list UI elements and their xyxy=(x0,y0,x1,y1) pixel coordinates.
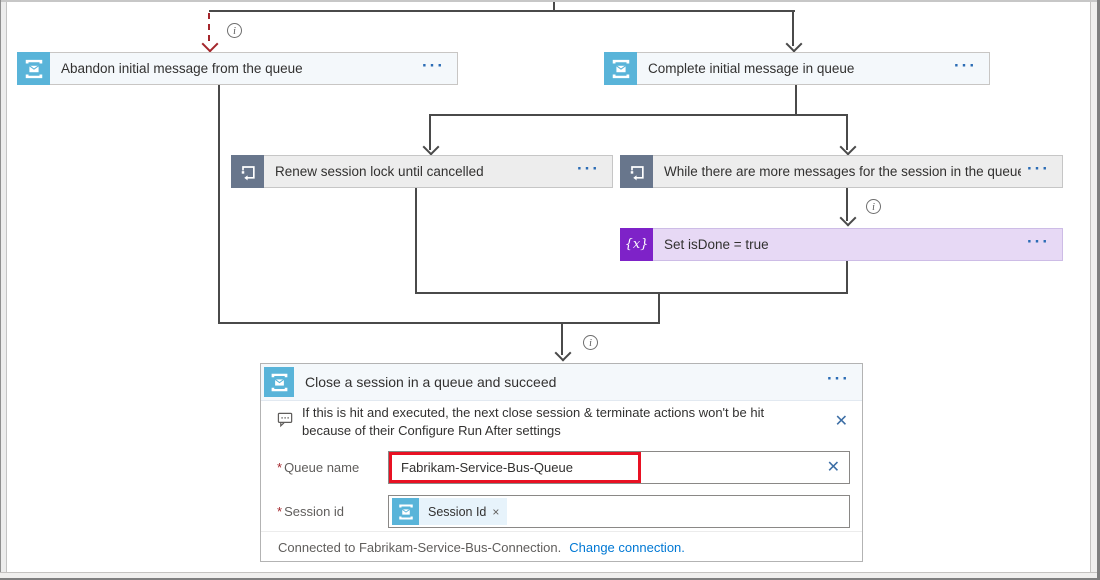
action-title: Close a session in a queue and succeed xyxy=(305,374,557,390)
service-bus-icon xyxy=(264,367,294,397)
arrowhead xyxy=(785,35,803,53)
window-frame-left xyxy=(0,0,1,580)
arrowhead xyxy=(422,138,440,156)
connector-line xyxy=(429,114,431,150)
info-icon[interactable]: i xyxy=(583,335,598,350)
connector-line xyxy=(846,188,848,221)
until-loop-icon xyxy=(620,155,653,188)
window-frame-right xyxy=(1097,0,1100,580)
note-row: If this is hit and executed, the next cl… xyxy=(261,404,862,440)
session-id-input[interactable]: Session Id × xyxy=(388,495,850,528)
connector-line xyxy=(658,292,660,324)
action-card-complete-message[interactable]: Complete initial message in queue ··· xyxy=(604,52,990,85)
required-asterisk: * xyxy=(277,504,283,519)
info-icon[interactable]: i xyxy=(227,23,242,38)
window-frame-right-gutter xyxy=(1091,2,1097,580)
window-frame-bottom-line xyxy=(0,572,1097,573)
ellipsis-menu-button[interactable]: ··· xyxy=(827,369,850,388)
queue-name-label: *Queue name xyxy=(277,460,360,475)
action-title: Renew session lock until cancelled xyxy=(275,164,484,179)
action-title: While there are more messages for the se… xyxy=(664,164,1022,179)
comment-icon xyxy=(277,411,294,433)
ellipsis-menu-button[interactable]: ··· xyxy=(577,158,600,178)
service-bus-icon xyxy=(604,52,637,85)
ellipsis-menu-button[interactable]: ··· xyxy=(1027,231,1050,251)
window-frame-left-line xyxy=(6,2,7,580)
connection-text: Connected to Fabrikam-Service-Bus-Connec… xyxy=(278,539,562,555)
window-frame-top xyxy=(0,0,1100,2)
token-label: Session Id xyxy=(428,504,487,519)
connector-line xyxy=(209,10,795,12)
connector-line xyxy=(846,114,848,150)
arrowhead xyxy=(554,344,572,362)
connector-line xyxy=(561,324,563,355)
info-icon[interactable]: i xyxy=(866,199,881,214)
variable-icon: {x} xyxy=(620,228,653,261)
clear-input-icon[interactable]: ✕ xyxy=(826,459,840,476)
action-title: Abandon initial message from the queue xyxy=(61,61,303,76)
session-id-label: *Session id xyxy=(277,504,345,519)
until-loop-icon xyxy=(231,155,264,188)
arrowhead xyxy=(839,138,857,156)
arrowhead xyxy=(201,35,219,53)
connector-line xyxy=(218,322,660,324)
connector-line xyxy=(415,188,417,294)
action-card-while-more-messages[interactable]: While there are more messages for the se… xyxy=(620,155,1063,188)
action-card-set-isdone[interactable]: {x} Set isDone = true ··· xyxy=(620,228,1063,261)
session-id-token[interactable]: Session Id × xyxy=(392,498,508,525)
connector-line xyxy=(429,114,848,116)
connection-footer: Connected to Fabrikam-Service-Bus-Connec… xyxy=(261,531,862,562)
change-connection-link[interactable]: Change connection. xyxy=(569,539,685,555)
window-frame-bottom-gutter xyxy=(0,573,1097,578)
window-frame-left-gutter xyxy=(1,2,6,580)
action-title: Complete initial message in queue xyxy=(648,61,855,76)
action-card-close-session: Close a session in a queue and succeed ·… xyxy=(260,363,863,562)
arrowhead xyxy=(839,209,857,227)
ellipsis-menu-button[interactable]: ··· xyxy=(954,55,977,75)
action-card-renew-session-lock[interactable]: Renew session lock until cancelled ··· xyxy=(231,155,613,188)
required-asterisk: * xyxy=(277,460,283,475)
connector-line xyxy=(846,261,848,294)
queue-name-input[interactable]: Fabrikam-Service-Bus-Queue ✕ xyxy=(388,451,850,484)
connector-line xyxy=(415,292,848,294)
window-frame-bottom xyxy=(0,578,1100,580)
queue-name-value: Fabrikam-Service-Bus-Queue xyxy=(401,460,573,475)
token-remove-icon[interactable]: × xyxy=(492,504,500,519)
connector-line xyxy=(792,12,794,46)
close-session-card-header[interactable]: Close a session in a queue and succeed ·… xyxy=(261,364,862,401)
note-text: If this is hit and executed, the next cl… xyxy=(302,405,765,439)
connector-line xyxy=(218,85,220,324)
run-after-dashed-line xyxy=(208,13,210,41)
service-bus-icon xyxy=(17,52,50,85)
ellipsis-menu-button[interactable]: ··· xyxy=(1027,158,1050,178)
window-frame-right-line xyxy=(1090,2,1091,580)
service-bus-icon xyxy=(392,498,419,525)
ellipsis-menu-button[interactable]: ··· xyxy=(422,55,445,75)
connector-line xyxy=(553,2,555,11)
note-close-icon[interactable]: ✕ xyxy=(834,413,848,430)
action-card-abandon-message[interactable]: Abandon initial message from the queue ·… xyxy=(17,52,458,85)
connector-line xyxy=(795,85,797,116)
action-title: Set isDone = true xyxy=(664,237,769,252)
